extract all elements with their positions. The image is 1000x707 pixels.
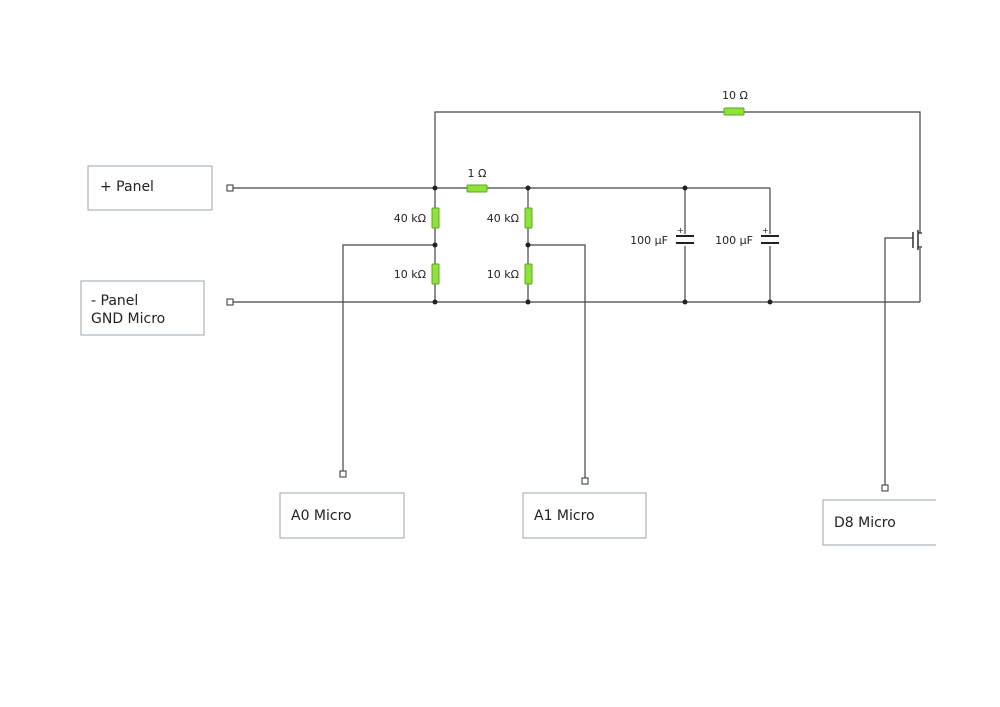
terminal-d8-label: D8 Micro (834, 515, 896, 531)
terminal-a0-label: A0 Micro (291, 508, 352, 524)
resistor-10-ohm (723, 107, 745, 116)
terminal-a1: A1 Micro (522, 492, 647, 539)
capacitor-c2 (761, 234, 779, 246)
a0-tap-wire (342, 244, 435, 472)
label-r-series: 1 Ω (468, 167, 487, 180)
mosfet-symbol (912, 230, 922, 250)
junction-dots (432, 185, 773, 305)
resistor-10k-divider2 (524, 263, 533, 285)
top-loop-wire (434, 111, 921, 233)
pin-a0 (339, 470, 347, 478)
capacitor-c1 (676, 234, 694, 246)
terminal-plus-panel-label: + Panel (100, 179, 154, 195)
label-r-div1-low: 10 kΩ (394, 268, 426, 281)
terminal-minus-panel: - Panel GND Micro (80, 280, 205, 336)
label-c1: 100 µF (630, 234, 668, 247)
wires (233, 111, 921, 486)
resistor-1-ohm (466, 184, 488, 193)
terminal-minus-panel-label: - Panel (91, 293, 138, 309)
d8-gate-wire (884, 237, 913, 486)
pin-d8 (881, 484, 889, 492)
resistor-10k-divider1 (431, 263, 440, 285)
label-c2-plus: + (762, 226, 769, 235)
label-r-div2-low: 10 kΩ (487, 268, 519, 281)
pin-plus-panel (226, 184, 234, 192)
terminal-a1-label: A1 Micro (534, 508, 595, 524)
terminal-gnd-micro-label: GND Micro (91, 311, 165, 327)
pin-a1 (581, 477, 589, 485)
label-r-div1-high: 40 kΩ (394, 212, 426, 225)
label-r-div2-high: 40 kΩ (487, 212, 519, 225)
label-r-top: 10 Ω (722, 89, 748, 102)
a1-tap-wire (528, 244, 586, 479)
terminal-d8: D8 Micro (822, 499, 936, 546)
terminal-a0: A0 Micro (279, 492, 405, 539)
resistor-40k-divider2 (524, 207, 533, 229)
pin-minus-panel (226, 298, 234, 306)
label-c2: 100 µF (715, 234, 753, 247)
label-c1-plus: + (677, 226, 684, 235)
resistor-40k-divider1 (431, 207, 440, 229)
terminal-plus-panel: + Panel (87, 165, 213, 211)
